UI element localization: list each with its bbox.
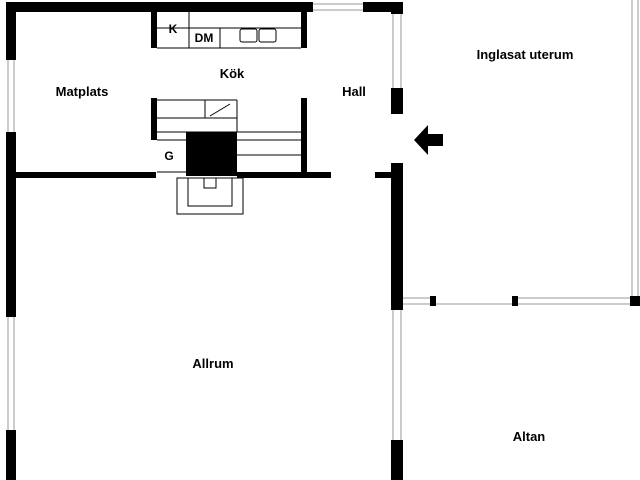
room-label-hall: Hall — [342, 84, 366, 99]
room-label-allrum: Allrum — [192, 356, 233, 371]
room-label-kok: Kök — [220, 66, 245, 81]
walls — [6, 2, 640, 480]
room-label-uterum: Inglasat uterum — [477, 47, 574, 62]
room-label-matplats: Matplats — [56, 84, 109, 99]
windows — [7, 0, 639, 440]
g-label: G — [164, 149, 173, 163]
room-label-altan: Altan — [513, 429, 546, 444]
kitchen-fixtures — [157, 12, 301, 215]
fridge-label: K — [169, 22, 178, 36]
arrow-left-icon — [414, 125, 443, 155]
dishwasher-label: DM — [195, 31, 214, 45]
